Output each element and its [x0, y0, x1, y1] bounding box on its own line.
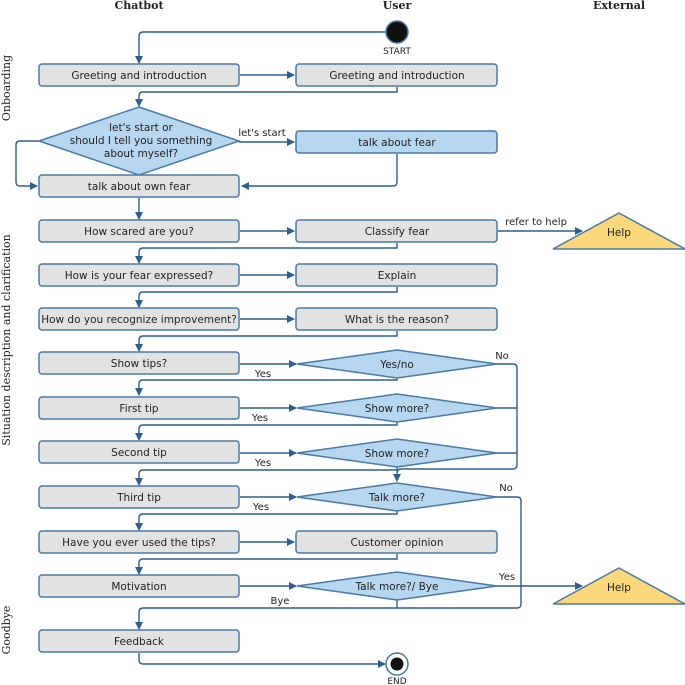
label-lets-start-2: should I tell you something: [70, 135, 213, 147]
label-yes-no: Yes/no: [379, 359, 414, 371]
label-classify-fear: Classify fear: [365, 226, 430, 238]
node-greeting-user[interactable]: [295, 63, 498, 87]
edge-label-no-yesno: No: [495, 351, 509, 362]
node-talk-more-bye[interactable]: [296, 571, 498, 601]
label-talk-about-fear: talk about fear: [358, 137, 436, 149]
edge-label-no-talk-more: No: [499, 483, 513, 494]
node-show-more-1[interactable]: [296, 393, 498, 423]
label-motivation: Motivation: [111, 581, 166, 593]
label-second-tip: Second tip: [111, 447, 167, 459]
edge-label-yes-third: Yes: [252, 502, 269, 513]
lane-title-external: External: [593, 0, 645, 12]
label-talk-own-fear: talk about own fear: [88, 181, 191, 193]
edge-label-refer-help: refer to help: [505, 217, 567, 228]
end-terminal: [385, 652, 409, 676]
node-greeting-bot[interactable]: [38, 63, 240, 87]
node-feedback[interactable]: [38, 629, 240, 653]
label-third-tip: Third tip: [116, 492, 161, 504]
label-show-more-2: Show more?: [365, 448, 429, 460]
node-how-expressed[interactable]: [38, 263, 240, 287]
edge-label-yes-help: Yes: [498, 572, 515, 583]
edge-opinion-motivation: [135, 554, 398, 575]
label-first-tip: First tip: [119, 403, 158, 415]
edge-start-greeting: [135, 31, 386, 64]
start-label: START: [383, 47, 411, 57]
node-used-tips[interactable]: [38, 530, 240, 554]
edge-label-lets-start: let's start: [238, 128, 285, 139]
label-help-2: Help: [607, 582, 631, 594]
label-talk-more: Talk more?: [368, 492, 425, 504]
edge-greeting-user-decision: [135, 87, 398, 107]
edge-label-bye: Bye: [271, 596, 290, 607]
node-show-tips[interactable]: [38, 351, 240, 375]
edge-reason-show-tips: [135, 331, 398, 352]
phase-label-goodbye: Goodbye: [0, 606, 13, 655]
node-yes-no-decision[interactable]: [296, 349, 498, 379]
label-lets-start-1: let's start or: [109, 122, 173, 134]
edge-label-yes-show-tips: Yes: [254, 369, 271, 380]
label-greeting-bot: Greeting and introduction: [71, 70, 206, 82]
label-help-1: Help: [607, 227, 631, 239]
node-motivation[interactable]: [38, 574, 240, 598]
label-lets-start-3: about myself?: [104, 148, 178, 160]
edge-talk-more-no-feedback: [135, 496, 522, 630]
edge-show-more-second-tip: [135, 421, 398, 441]
label-how-scared: How scared are you?: [84, 226, 194, 238]
node-third-tip[interactable]: [38, 485, 240, 509]
node-first-tip[interactable]: [38, 396, 240, 420]
label-how-expressed: How is your fear expressed?: [65, 270, 214, 282]
edge-label-yes-first: Yes: [251, 413, 268, 424]
edge-decision-own-fear: [15, 140, 39, 190]
phase-label-situation: Situation description and clarification: [0, 234, 13, 445]
node-talk-own-fear[interactable]: [38, 174, 240, 198]
edge-no-bus: [393, 363, 518, 482]
edge-talk-more-used-tips: [135, 510, 398, 531]
label-talk-more-bye: Talk more?/ Bye: [355, 581, 439, 593]
label-show-tips: Show tips?: [111, 358, 167, 370]
phase-label-onboarding: Onboarding: [0, 55, 13, 121]
node-talk-about-fear[interactable]: [295, 130, 498, 154]
edge-yesno-first-tip: [135, 377, 398, 396]
label-feedback: Feedback: [114, 636, 165, 648]
node-second-tip[interactable]: [38, 440, 240, 464]
label-show-more-1: Show more?: [365, 403, 429, 415]
node-classify-fear[interactable]: [295, 219, 498, 243]
node-show-more-2[interactable]: [296, 438, 498, 468]
node-recognize-improvement[interactable]: [38, 307, 240, 331]
edge-classify-expressed: [135, 243, 398, 264]
edge-feedback-end: [138, 653, 386, 668]
node-explain[interactable]: [295, 263, 498, 287]
edge-fear-own-fear: [241, 154, 398, 190]
node-labels: Greeting and introduction Greeting and i…: [41, 70, 631, 648]
lane-title-user: User: [383, 0, 412, 12]
label-customer-opinion: Customer opinion: [351, 537, 444, 549]
label-reason: What is the reason?: [345, 314, 449, 326]
node-talk-more[interactable]: [296, 482, 498, 512]
label-recognize: How do you recognize improvement?: [41, 314, 237, 326]
end-label: END: [387, 677, 406, 685]
label-explain: Explain: [378, 270, 416, 282]
node-customer-opinion[interactable]: [295, 530, 498, 554]
lane-title-chatbot: Chatbot: [114, 0, 164, 12]
start-terminal: [385, 20, 409, 44]
node-how-scared[interactable]: [38, 219, 240, 243]
node-help-1[interactable]: [552, 212, 685, 250]
edges: [15, 31, 583, 668]
node-what-reason[interactable]: [295, 307, 498, 331]
edge-show-more-third-tip: [135, 466, 398, 486]
edge-label-yes-second: Yes: [254, 458, 271, 469]
edge-explain-recognize: [135, 287, 398, 308]
label-used-tips: Have you ever used the tips?: [62, 537, 216, 549]
node-help-2[interactable]: [552, 567, 685, 605]
label-greeting-user: Greeting and introduction: [329, 70, 464, 82]
